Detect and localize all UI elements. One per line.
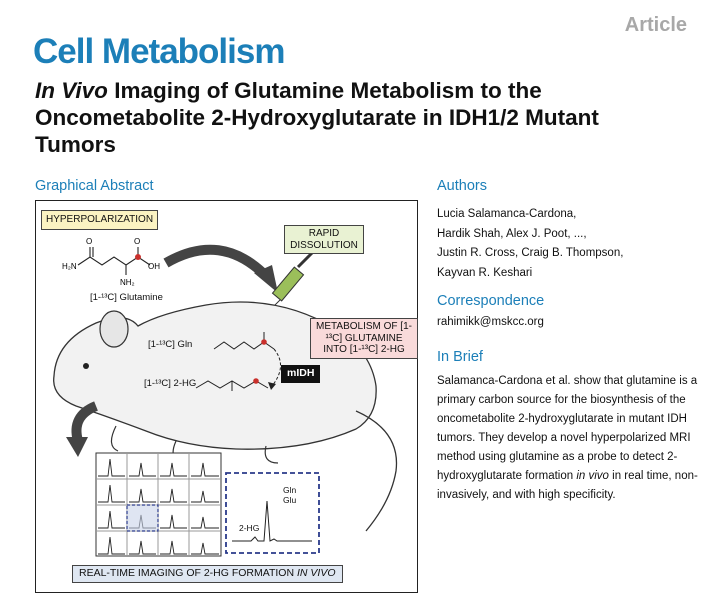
mouse-tail <box>355 410 398 532</box>
article-title: In Vivo Imaging of Glutamine Metabolism … <box>35 77 675 158</box>
svg-text:OH: OH <box>148 262 160 271</box>
glutamine-molecule <box>77 247 151 275</box>
hg-label: [1-¹³C] 2-HG <box>144 378 197 389</box>
hyperpolarization-tag: HYPERPOLARIZATION <box>41 210 159 230</box>
svg-text:O: O <box>86 237 92 246</box>
spectra-grid <box>95 452 222 557</box>
metabolism-tag: METABOLISM OF [1-¹³C] GLUTAMINE INTO [1-… <box>310 318 418 359</box>
correspondence-email[interactable]: rahimikk@mskcc.org <box>437 316 544 328</box>
title-rest: Imaging of Glutamine Metabolism to the O… <box>35 78 599 157</box>
realtime-imaging-tag: REAL-TIME IMAGING OF 2-HG FORMATION IN V… <box>72 565 343 583</box>
glutamine-label: [1-¹³C] Glutamine <box>90 292 163 303</box>
svg-text:NH₂: NH₂ <box>120 278 135 287</box>
in-brief-text: Salamanca-Cardona et al. show that gluta… <box>437 372 707 505</box>
svg-text:O: O <box>134 237 140 246</box>
peak-2hg-label: 2-HG <box>239 523 260 533</box>
label-carbon-dot <box>135 254 141 260</box>
mouse-body-icon <box>53 301 377 450</box>
brief-text-2: in real time, non-invasively, and with h… <box>437 470 698 501</box>
brief-text-italic: in vivo <box>576 470 609 482</box>
author-line: Kayvan R. Keshari <box>437 266 533 279</box>
title-italic: In Vivo <box>35 78 108 103</box>
correspondence-heading: Correspondence <box>437 293 545 309</box>
brief-text-1: Salamanca-Cardona et al. show that gluta… <box>437 375 698 482</box>
abstract-illustration: H₂N O O OH NH₂ <box>53 237 398 557</box>
peak-gln-label: Gln <box>283 485 297 495</box>
graphical-abstract-heading: Graphical Abstract <box>35 178 154 194</box>
peak-glu-label: Glu <box>283 495 297 505</box>
author-line: Hardik Shah, Alex J. Poot, ..., <box>437 227 587 240</box>
author-line: Lucia Salamanca-Cardona, <box>437 208 577 220</box>
in-brief-heading: In Brief <box>437 349 483 365</box>
zoomed-spectrum <box>225 472 320 554</box>
journal-name: Cell Metabolism <box>33 32 285 71</box>
author-line: Justin R. Cross, Craig B. Thompson, <box>437 247 624 259</box>
gln-label: [1-¹³C] Gln <box>148 339 193 350</box>
authors-heading: Authors <box>437 178 487 194</box>
graphical-abstract-figure: H₂N O O OH NH₂ <box>35 200 418 593</box>
authors-list: Lucia Salamanca-Cardona, Hardik Shah, Al… <box>437 205 623 283</box>
article-type-label: Article <box>624 14 687 36</box>
midh-tag: mIDH <box>281 365 321 383</box>
realtime-italic: IN VIVO <box>296 567 336 579</box>
rapid-dissolution-tag: RAPID DISSOLUTION <box>284 225 364 254</box>
transfer-arrow <box>163 244 270 280</box>
realtime-text: REAL-TIME IMAGING OF 2-HG FORMATION <box>79 567 295 579</box>
svg-text:H₂N: H₂N <box>62 262 77 271</box>
